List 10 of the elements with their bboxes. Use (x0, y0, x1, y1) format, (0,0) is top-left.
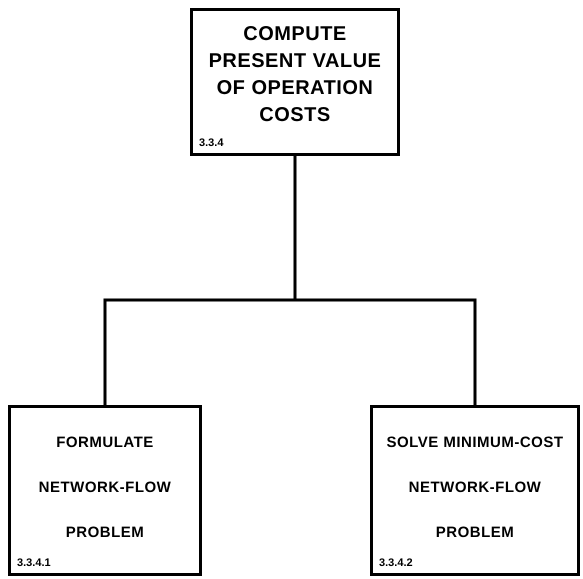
section-number: 3.3.4 (199, 137, 224, 149)
connector-line (294, 156, 476, 405)
process-box (8, 405, 202, 576)
process-title: SOLVE MINIMUM-COST NETWORK-FLOW PROBLEM (385, 433, 565, 543)
section-number: 3.3.4.2 (379, 557, 413, 569)
process-title: FORMULATE NETWORK-FLOW PROBLEM (38, 433, 172, 543)
process-title: COMPUTE PRESENT VALUE OF OPERATION COSTS (208, 22, 382, 128)
process-box (370, 405, 580, 576)
process-box (190, 8, 400, 156)
section-number: 3.3.4.1 (17, 557, 51, 569)
